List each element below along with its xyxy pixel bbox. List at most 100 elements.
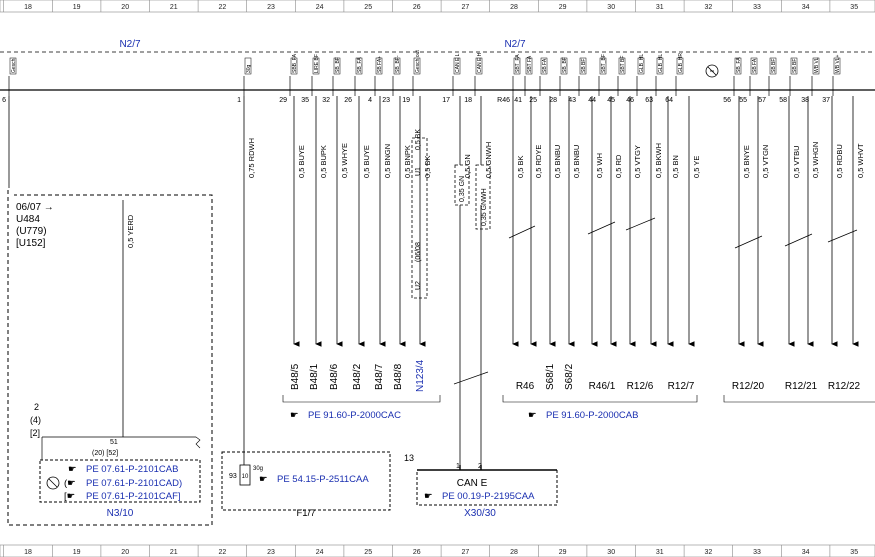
wire-label: 0,5 BK [423, 155, 432, 178]
module-label-right: N2/7 [504, 39, 526, 50]
grid-col-top: 27 [462, 4, 470, 11]
ref-91-cac-label: PE 91.60-P-2000CAC [308, 410, 401, 421]
hand-icon: ☛ [68, 464, 77, 475]
grid-col-bottom: 28 [510, 549, 518, 556]
grid-col-bottom: 30 [607, 549, 615, 556]
wire-label: 0,5 BUYE [362, 145, 371, 178]
pin-number: 56 [723, 97, 731, 104]
x30-13: 13 [404, 453, 414, 463]
note-pin-a: 2 [34, 402, 39, 412]
wire-label: 0,5 RD [614, 154, 623, 178]
x30-pin2: 2 [478, 463, 482, 470]
grid-bottom [0, 544, 875, 557]
can-twist-mark [453, 371, 489, 385]
ref-link-07-caf[interactable]: [☛ PE 07.61-P-2101CAF] [64, 491, 181, 502]
pin-signal-box [599, 57, 607, 75]
note-date: 06/07 → [16, 202, 54, 213]
fuse-93: 93 [229, 473, 237, 480]
comp-r12-20: R12/20 [732, 381, 765, 392]
bracket-r46 [502, 395, 698, 403]
grid-top [0, 0, 875, 13]
comp-b48-2: B48/2 [352, 363, 363, 390]
wire-label: 0,75 RDWH [247, 138, 256, 178]
twist-mark [508, 225, 536, 239]
note-pin-c: [2] [30, 428, 40, 438]
pin-signal-box [769, 57, 777, 75]
pin-signal: CAN E H [477, 52, 483, 73]
pin-signal: 30g [246, 64, 252, 73]
comp-r46: R46 [516, 381, 535, 392]
pin-signal-box [560, 57, 568, 75]
grid-col-bottom: 32 [705, 549, 713, 556]
pin-number: 17 [442, 97, 450, 104]
pin-signal: SB_BF [562, 57, 568, 73]
wire-label: 0,5 WHGN [811, 142, 820, 178]
grid-col-top: 22 [219, 4, 227, 11]
grid-col-bottom: 29 [559, 549, 567, 556]
pin-signal-box [676, 57, 684, 75]
wire-label: 0,5 BNPK [403, 145, 412, 178]
comp-r12-7: R12/7 [668, 381, 695, 392]
grid-col-top: 19 [73, 4, 81, 11]
comp-r12-22: R12/22 [828, 381, 861, 392]
ref-link-07-cab[interactable]: ☛ PE 07.61-P-2101CAB [68, 464, 178, 475]
grid-col-top: 25 [364, 4, 372, 11]
pin-signal: WB VL+ [835, 54, 841, 73]
wire-label: 0,5 BK [516, 155, 525, 178]
grid-col-bottom: 18 [24, 549, 32, 556]
ref-link-91-cab[interactable]: ☛ PE 91.60-P-2000CAB [528, 410, 638, 421]
grid-col-bottom: 21 [170, 549, 178, 556]
grid-col-top: 34 [802, 4, 810, 11]
ref-07-cad-label: PE 07.61-P-2101CAD) [86, 478, 182, 489]
comp-n123-4: N123/4 [415, 359, 426, 392]
option-region-left [7, 190, 213, 526]
ref-link-00[interactable]: ☛ PE 00.19-P-2195CAA [424, 491, 535, 502]
pin-signal-box [355, 57, 363, 75]
grid-col-top: 26 [413, 4, 421, 11]
can-e-label: CAN E [457, 478, 488, 489]
pin-number: 58 [779, 97, 787, 104]
grid-col-top: 24 [316, 4, 324, 11]
pin-signal-box [618, 57, 626, 75]
comp-b48-1: B48/1 [309, 363, 320, 390]
ref-00-label: PE 00.19-P-2195CAA [442, 491, 535, 502]
grid-col-bottom: 33 [753, 549, 761, 556]
hand-icon: ☛ [259, 474, 268, 485]
target-icon [46, 476, 60, 490]
wire-label: 0,5 VTBU [792, 145, 801, 178]
comp-b48-8: B48/8 [393, 363, 404, 390]
pin-number: 55 [739, 97, 747, 104]
pin-number: 28 [549, 97, 557, 104]
twist-mark [784, 233, 813, 247]
pin-number: 37 [822, 97, 830, 104]
pin-number: 63 [645, 97, 653, 104]
wire-label: 0,5 WHYE [340, 143, 349, 178]
ref-link-07-cad[interactable]: (☛ PE 07.61-P-2101CAD) [64, 478, 182, 489]
pin-number: 25 [529, 97, 537, 104]
pin-number: 6 [2, 97, 6, 104]
note-u152: [U152] [16, 238, 46, 249]
pin-signal: SB BF [792, 59, 798, 73]
ground-symbol-icon [705, 64, 719, 78]
pin-number: 57 [758, 97, 766, 104]
pin-number: 29 [279, 97, 287, 104]
ref-link-91-cac[interactable]: ☛ PE 91.60-P-2000CAC [290, 410, 401, 421]
grid-col-top: 18 [24, 4, 32, 11]
pin-signal-box [413, 57, 421, 75]
twist-mark [587, 221, 616, 235]
comp-f1-7: F1/7 [296, 508, 315, 519]
n3-10-pin51: 51 [110, 439, 118, 446]
hand-icon: ☛ [290, 410, 299, 421]
wire-label: 0,5 BUPK [319, 145, 328, 178]
pin-signal-box [525, 57, 533, 75]
wire-label: 0,5 RDBU [835, 144, 844, 178]
ref-link-54[interactable]: ☛ PE 54.15-P-2511CAA [259, 474, 369, 485]
pin-number: 43 [568, 97, 576, 104]
pin-signal: Gesch out [415, 50, 421, 73]
pin-signal-box [750, 57, 758, 75]
pin-signal: SBT_FA [515, 54, 521, 73]
hand-icon: [☛ [64, 491, 76, 502]
ref-07-caf-label: PE 07.61-P-2101CAF] [86, 491, 181, 502]
option-u1: U1 [415, 167, 422, 176]
pin-signal-box [244, 57, 252, 75]
